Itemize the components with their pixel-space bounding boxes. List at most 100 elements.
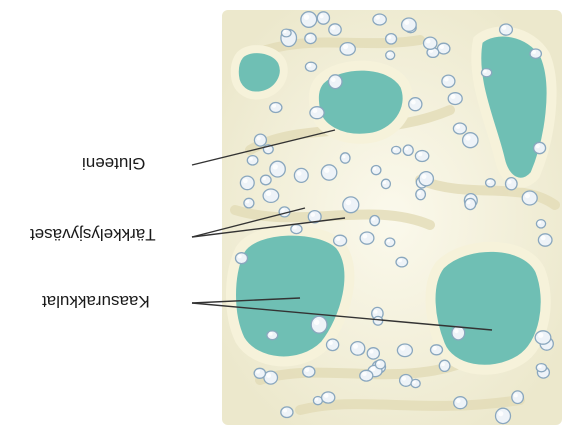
starch-granule-highlight: [402, 376, 406, 380]
starch-granule: [281, 407, 293, 418]
starch-granule: [373, 14, 386, 25]
starch-granule-highlight: [483, 69, 487, 73]
starch-granule-highlight: [440, 45, 444, 49]
starch-granule: [261, 175, 272, 185]
gas-cell: [431, 247, 546, 370]
starch-granule-highlight: [451, 94, 456, 99]
starch-granule: [500, 24, 513, 35]
starch-granule-highlight: [413, 381, 416, 384]
starch-granule-highlight: [387, 52, 390, 55]
starch-granule: [270, 103, 282, 113]
starch-granule: [294, 168, 308, 182]
starch-granule: [270, 161, 285, 177]
starch-granule: [317, 12, 329, 24]
starch-granule: [453, 123, 466, 134]
starch-granule-highlight: [541, 236, 546, 241]
starch-granule: [506, 178, 518, 190]
starch-granule: [415, 151, 428, 162]
starch-granule-highlight: [398, 258, 402, 262]
starch-granule: [375, 360, 385, 369]
starch-granule: [431, 345, 443, 355]
starch-granule-highlight: [454, 329, 458, 333]
starch-granule: [411, 379, 420, 387]
starch-granule-highlight: [536, 144, 540, 148]
starch-granule: [360, 370, 373, 381]
starch-granule: [522, 191, 537, 205]
starch-granule-highlight: [508, 180, 512, 184]
starch-granule: [396, 257, 408, 267]
starch-granule: [416, 189, 426, 200]
starch-granule: [482, 69, 492, 77]
starch-granule-highlight: [467, 200, 471, 204]
starch-granule: [247, 156, 258, 165]
starch-granule: [236, 253, 248, 264]
starch-granule-highlight: [342, 155, 345, 158]
starch-granule-highlight: [411, 100, 416, 105]
starch-granule-highlight: [362, 371, 367, 376]
starch-granule: [530, 49, 541, 58]
starch-granule-highlight: [331, 26, 335, 30]
starch-granule-highlight: [283, 408, 287, 412]
starch-granule-highlight: [388, 35, 392, 39]
starch-granule: [370, 216, 380, 226]
starch-granule-highlight: [320, 14, 324, 18]
starch-granule-highlight: [498, 411, 503, 416]
starch-granule: [463, 133, 478, 148]
starch-granule-highlight: [269, 332, 273, 336]
starch-granule-highlight: [373, 167, 376, 170]
starch-granule: [465, 198, 476, 209]
starch-granule: [240, 176, 254, 190]
starch-granule: [301, 12, 317, 28]
starch-granule-highlight: [387, 239, 390, 242]
starch-granule-highlight: [405, 147, 409, 151]
starch-granule-highlight: [312, 108, 317, 113]
starch-granule: [386, 34, 397, 44]
starch-granule: [321, 165, 336, 180]
starch-granule-highlight: [525, 193, 530, 198]
starch-granule-highlight: [487, 180, 490, 183]
starch-granule: [263, 189, 279, 202]
starch-granule: [419, 172, 433, 186]
starch-granule-highlight: [353, 344, 358, 349]
starch-granule: [400, 375, 413, 387]
starch-granule: [424, 37, 437, 49]
starch-granule: [305, 33, 316, 43]
starch-granule-highlight: [256, 370, 260, 374]
starch-granule: [403, 145, 413, 155]
starch-granule-highlight: [514, 393, 518, 397]
starch-granule: [340, 43, 355, 56]
starch-granule-highlight: [238, 254, 242, 258]
starch-granule: [397, 344, 412, 357]
starch-granule-highlight: [283, 30, 286, 33]
starch-granule-highlight: [502, 26, 506, 30]
starch-granule: [386, 51, 395, 60]
label-gas-cells: Kaasurakkulat: [42, 293, 150, 310]
starch-granule-highlight: [393, 147, 396, 150]
starch-granule-highlight: [307, 35, 311, 39]
starch-granule-highlight: [426, 39, 431, 44]
starch-granule: [254, 368, 265, 378]
starch-granule-highlight: [538, 333, 543, 338]
starch-granule: [322, 392, 335, 403]
starch-granule: [305, 62, 316, 71]
starch-granule: [534, 142, 546, 153]
starch-granule-highlight: [266, 191, 271, 196]
starch-granule-highlight: [273, 164, 278, 169]
starch-granule-highlight: [281, 208, 285, 212]
starch-granule: [340, 153, 350, 163]
starch-granule-highlight: [297, 171, 302, 176]
starch-granule: [244, 198, 254, 208]
starch-granule: [282, 29, 292, 37]
starch-granule-highlight: [246, 200, 250, 204]
starch-granule: [373, 316, 382, 325]
starch-granule-highlight: [422, 174, 427, 179]
starch-granule: [351, 342, 365, 356]
starch-granule-highlight: [305, 368, 309, 372]
starch-granule: [267, 331, 278, 340]
starch-granule: [329, 24, 341, 36]
starch-granule: [535, 331, 551, 344]
starch-granule: [409, 98, 422, 111]
starch-granule-highlight: [262, 177, 266, 181]
starch-granule-highlight: [343, 44, 348, 49]
